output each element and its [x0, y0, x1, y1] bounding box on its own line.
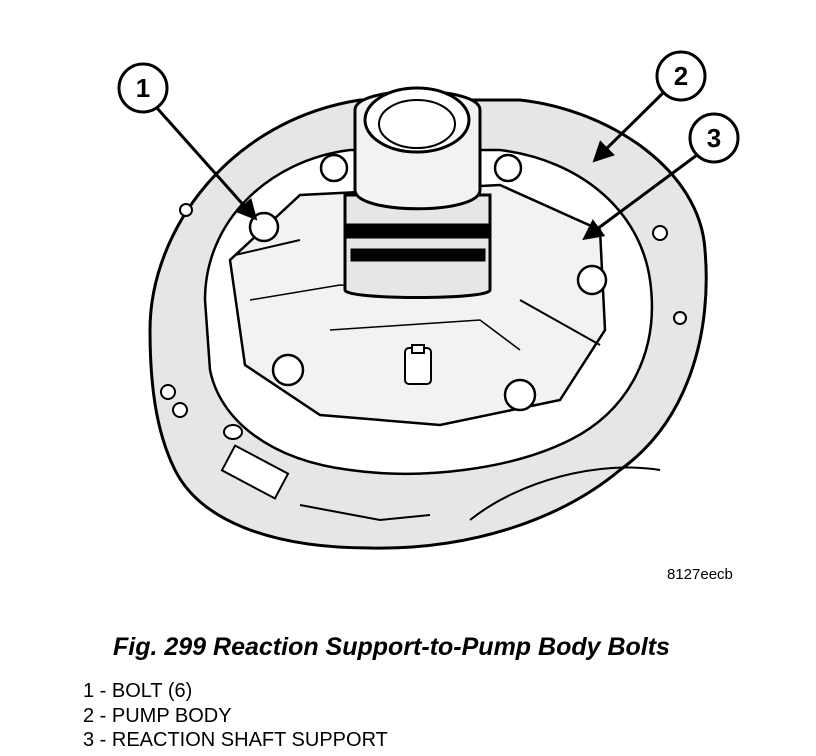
flange-details: [160, 203, 687, 522]
bolt: [503, 378, 537, 412]
bolt: [271, 353, 305, 387]
leader-arrows: [155, 91, 698, 241]
center-boss: [404, 344, 432, 385]
reaction-shaft-support: [228, 183, 607, 427]
svg-text:3: 3: [707, 123, 721, 153]
leader-arrow-2: [592, 91, 665, 163]
bolt: [319, 153, 349, 183]
legend: 1 - BOLT (6) 2 - PUMP BODY 3 - REACTION …: [83, 679, 388, 753]
shaft-hub: [343, 86, 492, 299]
pump-assembly-illustration: 1 2 3: [117, 50, 740, 550]
leader-arrow-1: [155, 107, 258, 221]
bolts: [248, 153, 608, 412]
svg-text:1: 1: [136, 73, 150, 103]
callout-3: 3: [688, 112, 740, 164]
callout-2: 2: [655, 50, 707, 102]
bolt: [493, 153, 523, 183]
callout-1: 1: [117, 62, 169, 114]
legend-item-bolt: 1 - BOLT (6): [83, 680, 193, 702]
leader-arrow-3: [582, 153, 698, 241]
legend-item-pump-body: 2 - PUMP BODY: [83, 704, 232, 727]
bolt: [576, 264, 608, 296]
legend-item-reaction-shaft-support: 3 - REACTION SHAFT SUPPORT: [83, 729, 388, 751]
svg-text:2: 2: [674, 61, 688, 91]
figure-code: 8127eecb: [667, 566, 733, 583]
figure-caption: Fig. 299 Reaction Support-to-Pump Body B…: [113, 633, 670, 661]
